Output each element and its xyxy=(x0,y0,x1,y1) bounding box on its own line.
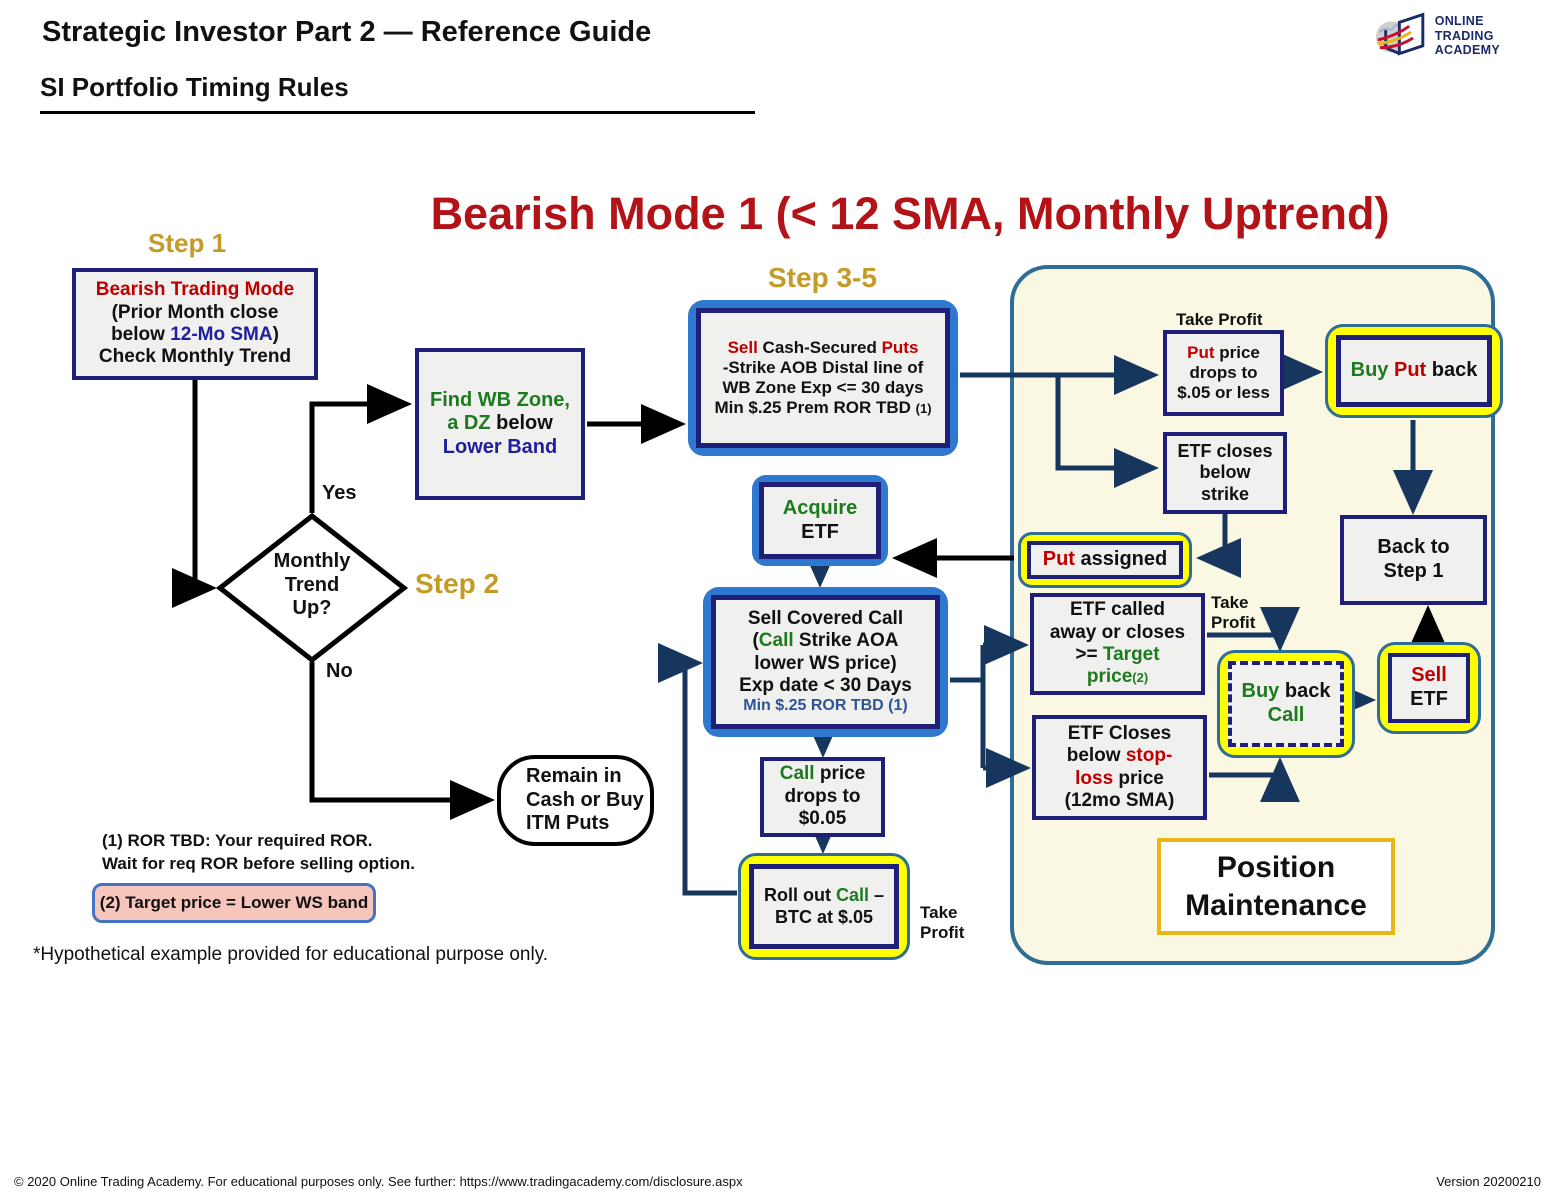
node-sell-covered-call: Sell Covered Call (Call Strike AOA lower… xyxy=(703,587,948,737)
node-put-price-drops: Put price drops to $.05 or less xyxy=(1163,330,1284,416)
node-line: WB Zone Exp <= 30 days xyxy=(722,378,924,397)
take-profit-label-etfcalled: Take Profit xyxy=(1211,593,1256,632)
node-etf-called-away: ETF called away or closes >= Target pric… xyxy=(1030,593,1205,695)
node-line: ETF called xyxy=(1069,599,1166,621)
node-line: drops to xyxy=(1189,362,1258,382)
node-line: Sell Cash-Secured Puts xyxy=(727,337,919,357)
node-line: Lower Band xyxy=(442,435,558,458)
node-call-price-drops: Call price drops to $0.05 xyxy=(760,757,885,837)
no-label: No xyxy=(326,660,353,682)
node-line: Remain in xyxy=(526,765,622,788)
node-line: a DZ below xyxy=(447,412,553,435)
node-line: Sell xyxy=(1411,664,1447,687)
step3-5-label: Step 3-5 xyxy=(768,262,877,293)
node-sell-cash-secured-puts: Sell Cash-Secured Puts -Strike AOB Dista… xyxy=(688,300,958,456)
node-line: Step 1 xyxy=(1383,560,1444,582)
page-subtitle: SI Portfolio Timing Rules xyxy=(40,72,349,102)
node-line: (Call Strike AOA xyxy=(752,630,899,652)
node-sell-etf: Sell ETF xyxy=(1377,642,1481,734)
take-profit-label-putprice: Take Profit xyxy=(1176,310,1263,329)
node-line: Bearish Trading Mode xyxy=(95,279,295,301)
footer-version: Version 20200210 xyxy=(1436,1174,1541,1189)
node-line: -Strike AOB Distal line of xyxy=(722,357,924,377)
node-line: below 12-Mo SMA) xyxy=(111,324,279,345)
node-acquire-etf: Acquire ETF xyxy=(752,475,888,566)
node-line: Back to xyxy=(1377,536,1450,559)
node-line: Buy back xyxy=(1241,680,1331,703)
node-line: away or closes xyxy=(1049,621,1186,643)
node-buy-put-back: Buy Put back xyxy=(1325,324,1503,418)
node-line: Call price xyxy=(779,763,866,785)
node-line: Check Monthly Trend xyxy=(98,346,292,368)
step2-label: Step 2 xyxy=(415,568,500,599)
node-line: Put assigned xyxy=(1042,548,1168,571)
node-roll-out-call: Roll out Call – BTC at $.05 xyxy=(738,853,910,960)
node-line: Cash or Buy xyxy=(526,788,644,811)
node-bearish-trading-mode: Bearish Trading Mode (Prior Month close … xyxy=(72,268,318,380)
node-buy-back-call: Buy back Call xyxy=(1217,650,1355,758)
page-subtitle-underline: SI Portfolio Timing Rules xyxy=(40,72,755,114)
node-line: drops to xyxy=(784,785,861,807)
node-line: ETF xyxy=(801,520,839,543)
node-line: $.05 or less xyxy=(1177,383,1270,403)
node-line: below xyxy=(1199,462,1251,483)
node-line: (12mo SMA) xyxy=(1064,789,1175,811)
node-line: Roll out Call – xyxy=(763,885,884,906)
node-line: Sell Covered Call xyxy=(747,607,904,629)
node-line: Find WB Zone, xyxy=(430,388,570,411)
take-profit-label-rollout: Take Profit xyxy=(920,903,965,942)
node-etf-closes-below-strike: ETF closes below strike xyxy=(1163,432,1287,514)
yes-label: Yes xyxy=(322,482,357,504)
node-line: lower WS price) xyxy=(754,652,897,674)
node-line: below stop- xyxy=(1066,745,1173,767)
node-line: BTC at $.05 xyxy=(774,906,874,927)
ota-logo-text: ONLINE TRADING ACADEMY xyxy=(1435,14,1544,57)
ota-logo-icon xyxy=(1375,12,1425,56)
node-line: Call xyxy=(1267,704,1305,726)
node-line: price(2) xyxy=(1086,666,1149,688)
page-title: Strategic Investor Part 2 — Reference Gu… xyxy=(42,16,652,48)
step1-label: Step 1 xyxy=(148,228,227,258)
position-maintenance-title: Position Maintenance xyxy=(1157,838,1395,935)
decision-diamond xyxy=(215,512,409,664)
node-line: Min $.25 ROR TBD (1) xyxy=(743,697,908,715)
node-line: ETF Closes xyxy=(1067,722,1172,744)
ota-logo: ONLINE TRADING ACADEMY xyxy=(1372,8,1544,64)
node-line: loss price xyxy=(1075,767,1164,789)
node-put-assigned: Put assigned xyxy=(1018,532,1192,588)
footnote-1: (1) ROR TBD: Your required ROR. Wait for… xyxy=(102,831,415,873)
diagram-title: Bearish Mode 1 (< 12 SMA, Monthly Uptren… xyxy=(430,188,1390,239)
node-line: Buy Put back xyxy=(1350,359,1478,382)
node-monthly-trend-question: Monthly Trend Up? xyxy=(273,550,351,620)
node-line: (Prior Month close xyxy=(111,301,279,323)
node-line: Min $.25 Prem ROR TBD (1) xyxy=(714,398,932,418)
node-etf-closes-stop-loss: ETF Closes below stop- loss price (12mo … xyxy=(1032,715,1207,820)
footer-copyright: © 2020 Online Trading Academy. For educa… xyxy=(14,1174,743,1189)
node-line: Acquire xyxy=(782,496,858,519)
node-line: ETF closes xyxy=(1177,441,1273,462)
node-line: ETF xyxy=(1410,688,1448,710)
footnote-2: (2) Target price = Lower WS band xyxy=(92,883,376,923)
hypothetical-disclaimer: *Hypothetical example provided for educa… xyxy=(33,944,549,965)
node-find-wb-zone: Find WB Zone, a DZ below Lower Band xyxy=(415,348,585,500)
ota-logo-line1: ONLINE TRADING xyxy=(1434,14,1494,43)
ota-logo-line2: ACADEMY xyxy=(1434,43,1500,58)
node-line: >= Target xyxy=(1075,644,1160,665)
node-line: $0.05 xyxy=(798,808,847,830)
node-line: Put price xyxy=(1187,342,1260,362)
node-line: ITM Puts xyxy=(526,812,610,835)
node-back-to-step1: Back to Step 1 xyxy=(1340,515,1487,605)
node-remain-in-cash: Remain in Cash or Buy ITM Puts xyxy=(497,755,654,846)
node-line: Exp date < 30 Days xyxy=(739,674,912,696)
node-line: strike xyxy=(1200,483,1250,504)
